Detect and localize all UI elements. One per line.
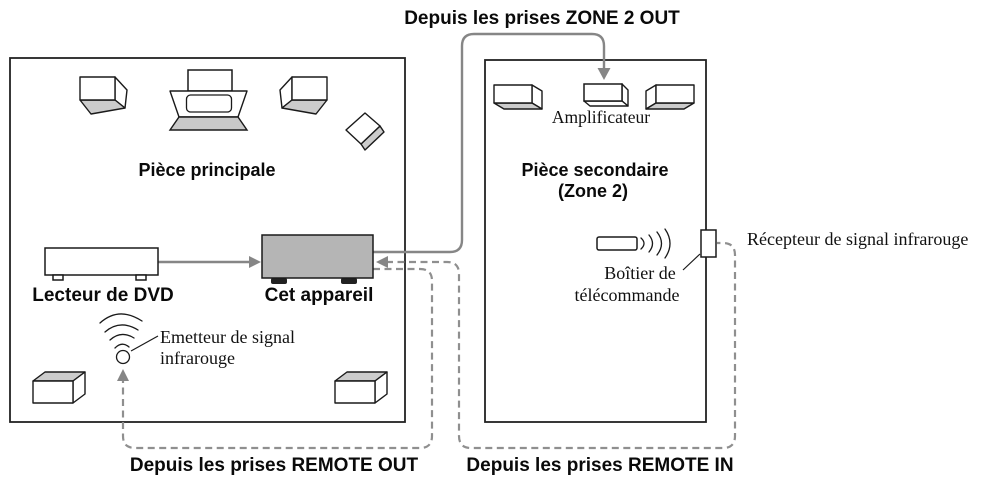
- second-room-title-line2: (Zone 2): [558, 181, 628, 201]
- zone2-out-cable: [373, 32, 606, 254]
- remote-pointer-line: [682, 253, 701, 271]
- speaker-icon: [334, 371, 388, 404]
- dvd-player-label: Lecteur de DVD: [32, 285, 173, 306]
- amplifier-label: Amplificateur: [552, 107, 650, 127]
- speaker-icon: [79, 76, 128, 115]
- amplifier-icon: [583, 83, 629, 107]
- arrow-icon: [376, 256, 388, 268]
- this-unit-icon: [261, 234, 374, 284]
- remote-in-label: Depuis les prises REMOTE IN: [466, 455, 733, 476]
- speaker-icon: [493, 84, 543, 110]
- remote-out-cable: [121, 267, 434, 450]
- emitter-pointer-line: [130, 335, 159, 352]
- ir-receiver-label: Récepteur de signal infrarouge: [747, 229, 968, 249]
- main-room-outline: [9, 57, 406, 423]
- tv-icon: [168, 69, 249, 131]
- speaker-icon: [279, 76, 328, 115]
- remote-control-icon: [596, 228, 671, 259]
- ir-emitter-label-line2: infrarouge: [160, 348, 235, 368]
- ir-emitter-label-line1: Emetteur de signal: [160, 327, 295, 347]
- speaker-icon: [645, 84, 695, 110]
- speaker-icon: [345, 112, 385, 151]
- remote-out-label: Depuis les prises REMOTE OUT: [130, 455, 419, 476]
- second-room-title-line1: Pièce secondaire: [521, 160, 668, 180]
- arrow-icon: [249, 256, 261, 268]
- this-unit-label: Cet appareil: [265, 285, 374, 306]
- main-room-title: Pièce principale: [138, 160, 275, 180]
- zone2-out-label: Depuis les prises ZONE 2 OUT: [404, 8, 680, 29]
- remote-label-line2: télécommande: [575, 285, 680, 305]
- arrow-icon: [597, 68, 611, 80]
- remote-label-line1: Boîtier de: [604, 263, 675, 283]
- dvd-player-icon: [44, 247, 159, 281]
- ir-receiver-icon: [700, 229, 717, 258]
- remote-in-cable: [386, 241, 737, 450]
- ir-emitter-icon: [99, 313, 143, 365]
- arrow-icon: [117, 369, 129, 381]
- speaker-icon: [32, 371, 86, 404]
